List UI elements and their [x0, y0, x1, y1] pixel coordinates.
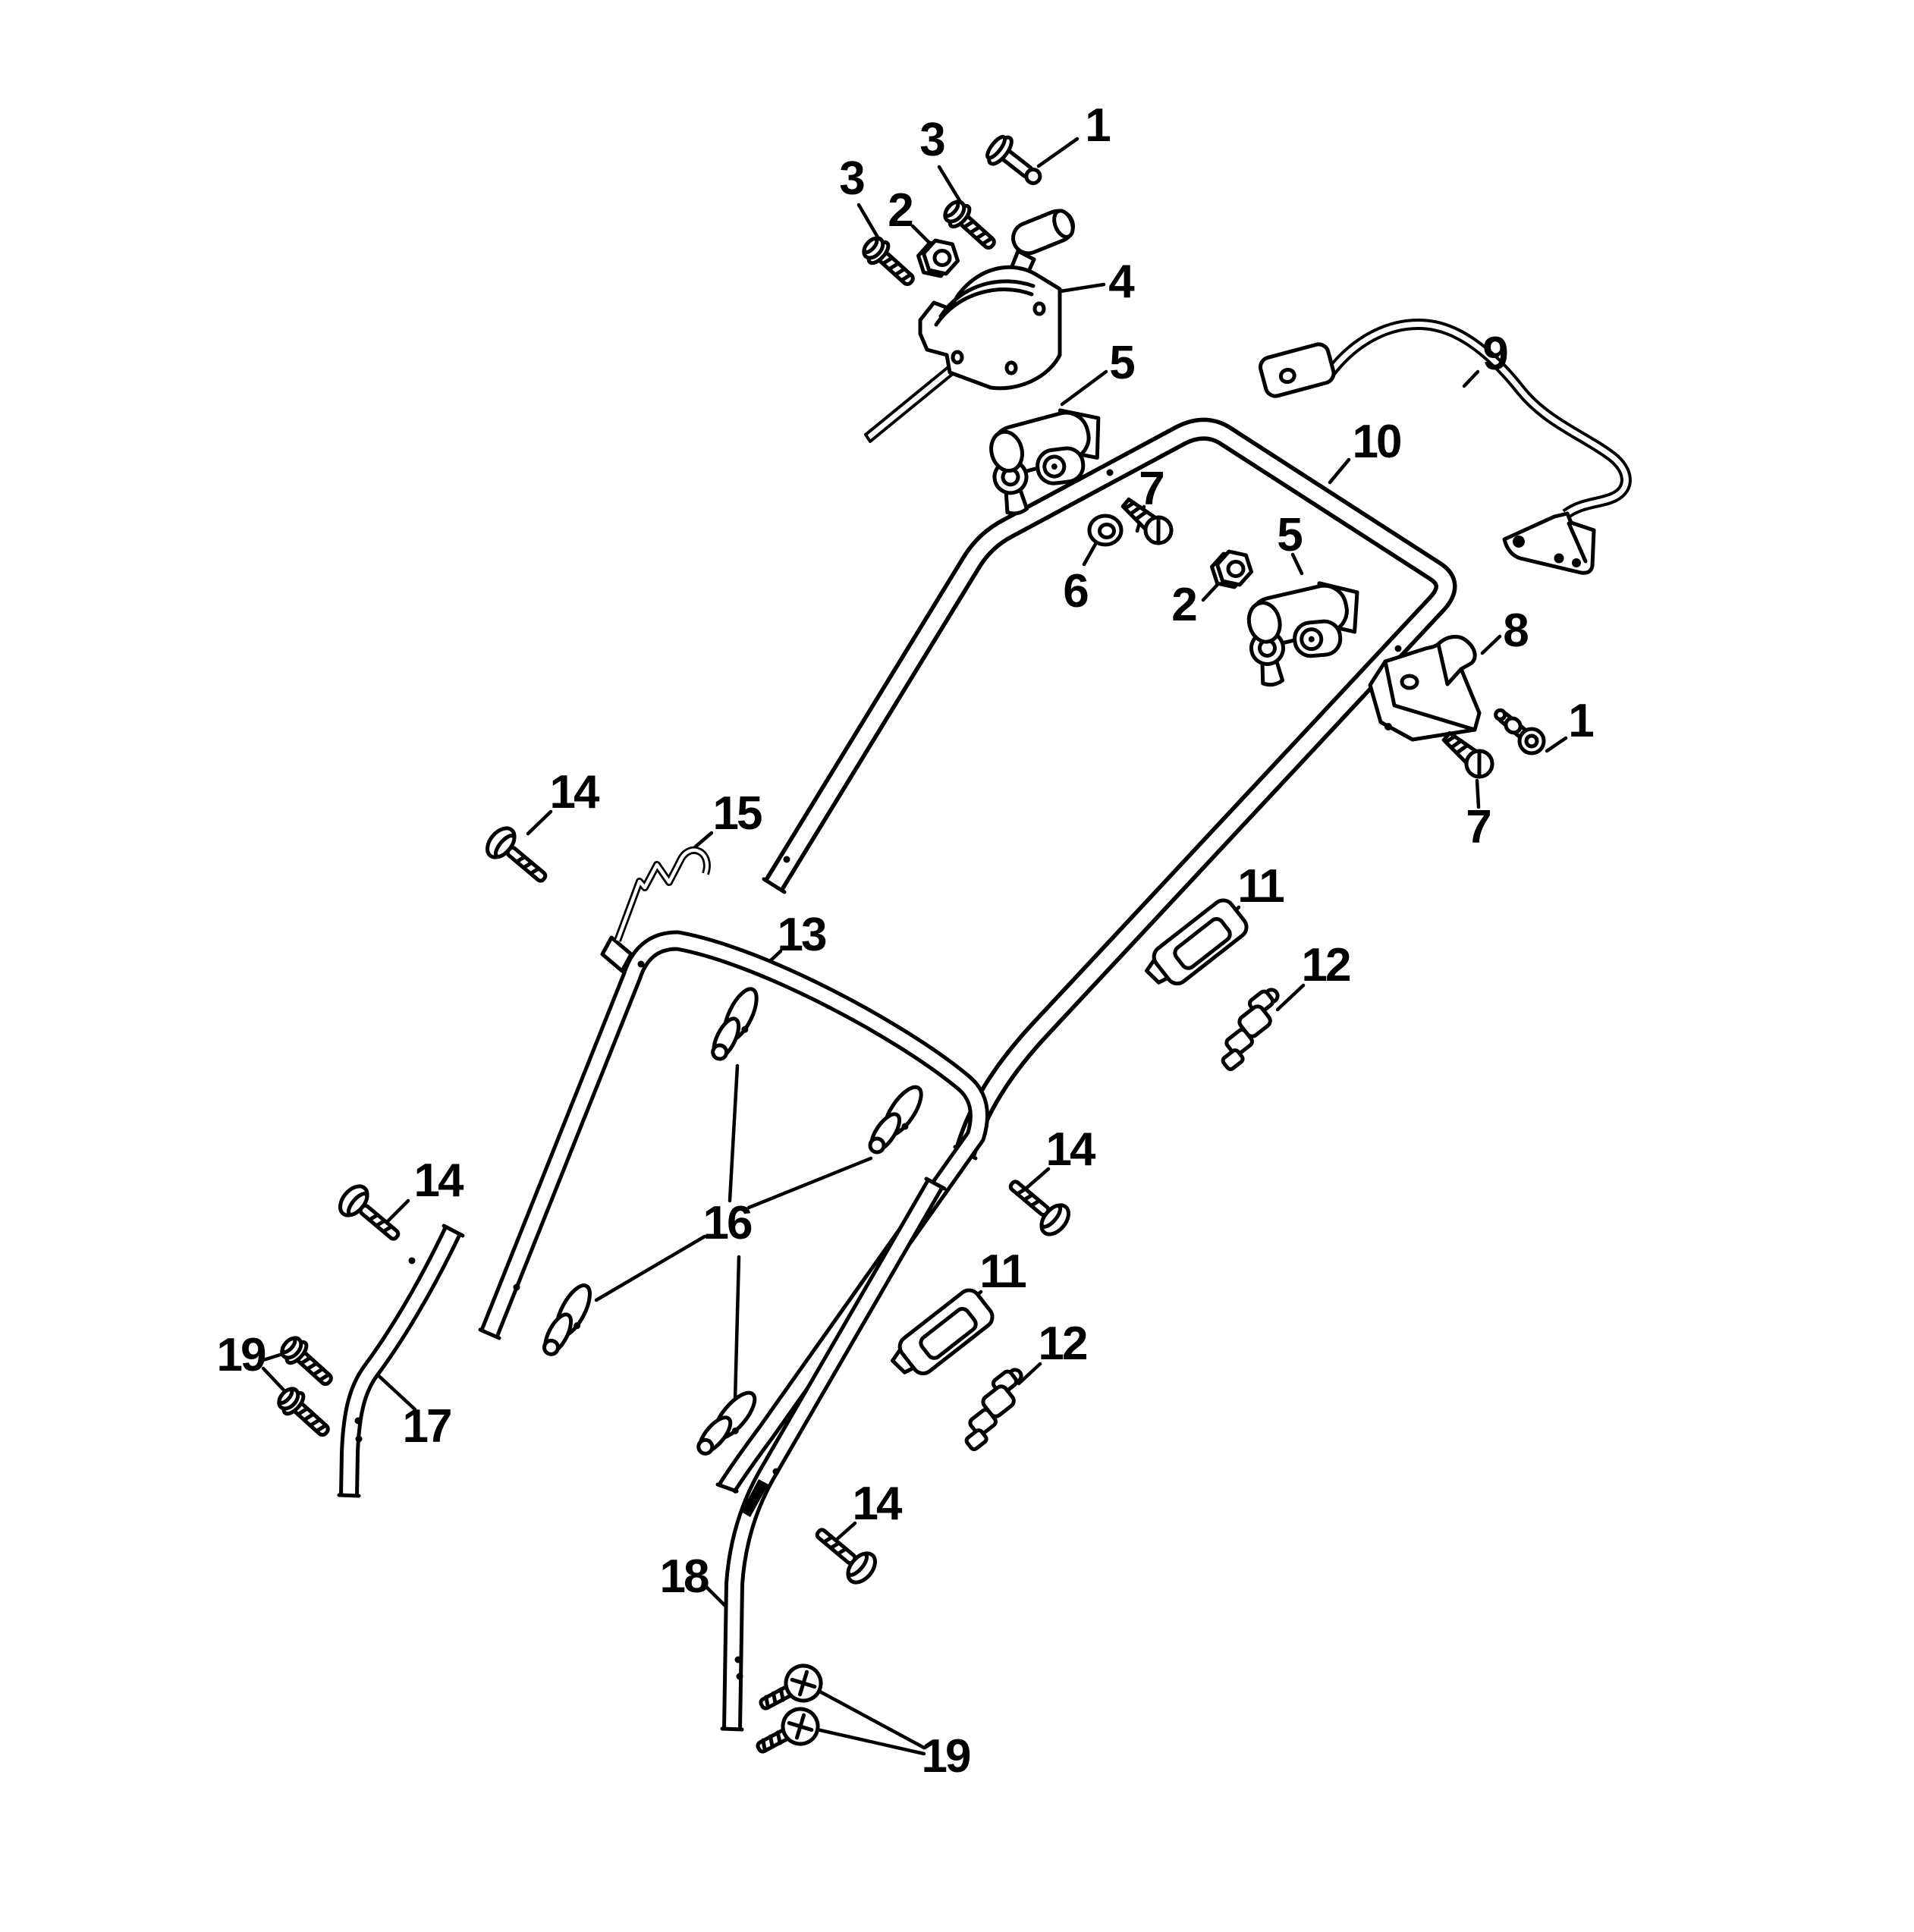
thumb-bolt-upper-left — [482, 823, 555, 891]
mount-screw-left-1 — [278, 1334, 338, 1392]
leader-line-14-left — [383, 1198, 410, 1226]
callout-1-right: 1 — [1568, 695, 1595, 747]
clamp-screw-right — [1438, 727, 1498, 782]
leader-line-2-upper — [910, 224, 932, 246]
leader-line-1-top — [1036, 137, 1080, 168]
callout-14-mid: 14 — [1045, 1123, 1096, 1176]
rivet-hole — [637, 960, 645, 968]
throttle-grip — [1011, 209, 1075, 256]
leader-line-16-clips — [733, 1255, 741, 1403]
callout-11-lower: 11 — [979, 1246, 1027, 1298]
leader-line-17-tube — [372, 1370, 417, 1412]
leader-lines — [261, 137, 1568, 1756]
callout-1-top: 1 — [1085, 99, 1111, 152]
flange-washer — [1087, 514, 1124, 547]
rivet-hole — [513, 1283, 520, 1291]
callout-12-lower: 12 — [1038, 1318, 1089, 1370]
throttle-cable — [864, 365, 955, 443]
callout-9-bail: 9 — [1482, 328, 1509, 380]
lower-handle — [478, 930, 989, 1494]
callout-7-right: 7 — [1466, 801, 1492, 853]
callout-6-washer: 6 — [1063, 565, 1089, 617]
handle-bracket — [1368, 634, 1482, 742]
thumb-bolt-left — [335, 1181, 407, 1249]
throttle-body — [918, 265, 1062, 391]
leader-line-14-bottom — [831, 1521, 857, 1544]
tube-shading — [741, 1479, 768, 1517]
thumb-bolt-mid — [1001, 1171, 1074, 1239]
leader-line-10-upper-handle — [1328, 457, 1351, 485]
right-mount-tube — [720, 1176, 947, 1732]
mount-screw-left-2 — [275, 1384, 335, 1443]
rivet-hole — [1394, 645, 1402, 652]
leader-line-16-clips — [746, 1156, 873, 1210]
left-mount-tube — [337, 1224, 465, 1498]
leader-line-1-right — [1545, 736, 1568, 753]
latch-lever-upper — [1204, 985, 1297, 1070]
callout-18-tube: 18 — [659, 1550, 710, 1603]
callout-3-upper-right: 3 — [919, 114, 946, 166]
bail-end-plate — [1259, 342, 1336, 398]
handle-pin-top — [985, 134, 1042, 185]
control-bail — [1259, 319, 1632, 575]
handle-screw-left — [860, 234, 920, 292]
leader-line-16-clips — [728, 1063, 740, 1203]
handle-pin-right — [1494, 708, 1546, 756]
leader-line-16-clips — [594, 1234, 707, 1302]
leader-line-9-bail — [1462, 369, 1480, 388]
tube-end-cut — [478, 1327, 501, 1340]
callout-16-clips: 16 — [702, 1197, 753, 1249]
mount-screw-bottom-2 — [750, 1703, 824, 1764]
callout-19-left: 19 — [216, 1329, 267, 1381]
cable-clip-b — [866, 1082, 928, 1155]
callout-17-tube: 17 — [402, 1400, 453, 1453]
leader-line-4-throttle — [1058, 282, 1106, 294]
hex-nut-mid — [1212, 551, 1252, 587]
callout-15-guide: 15 — [712, 787, 763, 840]
leader-line-19-bottom — [805, 1682, 926, 1750]
cable-clip-c — [533, 1279, 602, 1359]
callout-3-upper-left: 3 — [839, 152, 866, 205]
leader-line-12-lower — [1017, 1362, 1042, 1386]
callout-19-bottom: 19 — [921, 1730, 972, 1783]
callout-13-lower-handle: 13 — [777, 909, 828, 961]
upper-handle — [762, 417, 1457, 1161]
callout-5-mid: 5 — [1277, 509, 1303, 561]
rivet-hole — [783, 856, 790, 863]
leader-line-8-bracket — [1480, 634, 1502, 655]
leader-line-19-bottom — [808, 1726, 926, 1756]
tube-end-cut — [715, 1482, 739, 1494]
callout-2-mid: 2 — [1171, 579, 1198, 631]
cable-clip-a — [700, 982, 772, 1063]
callout-10-upper-handle: 10 — [1352, 416, 1403, 468]
leader-line-14-upper-left — [526, 809, 553, 836]
leader-line-5-mid — [1290, 552, 1304, 576]
callout-14-bottom: 14 — [852, 1478, 903, 1530]
callout-5-upper: 5 — [1109, 337, 1136, 389]
leader-line-5-upper — [1060, 369, 1108, 407]
leader-line-3-upper-right — [937, 165, 965, 208]
callout-4-throttle: 4 — [1108, 256, 1135, 308]
callout-14-upper-left: 14 — [549, 766, 600, 818]
throttle-control — [918, 209, 1075, 391]
tube-end-cut — [762, 877, 787, 894]
leader-line-14-mid — [1023, 1167, 1051, 1192]
slide-latch-lower — [886, 1286, 997, 1385]
cable-clamp-mid — [1240, 575, 1373, 687]
rivet-hole — [1106, 469, 1114, 476]
leader-line-7-right — [1475, 778, 1481, 809]
callout-11-upper: 11 — [1237, 860, 1285, 913]
callout-14-left: 14 — [413, 1154, 464, 1207]
leader-line-12-upper — [1275, 983, 1306, 1012]
callout-7-upper: 7 — [1139, 463, 1165, 515]
callout-8-bracket: 8 — [1503, 605, 1529, 657]
callout-12-upper: 12 — [1301, 939, 1352, 991]
cable-guide — [600, 846, 711, 973]
callout-2-upper: 2 — [888, 184, 914, 237]
hex-nut-upper — [919, 240, 958, 276]
